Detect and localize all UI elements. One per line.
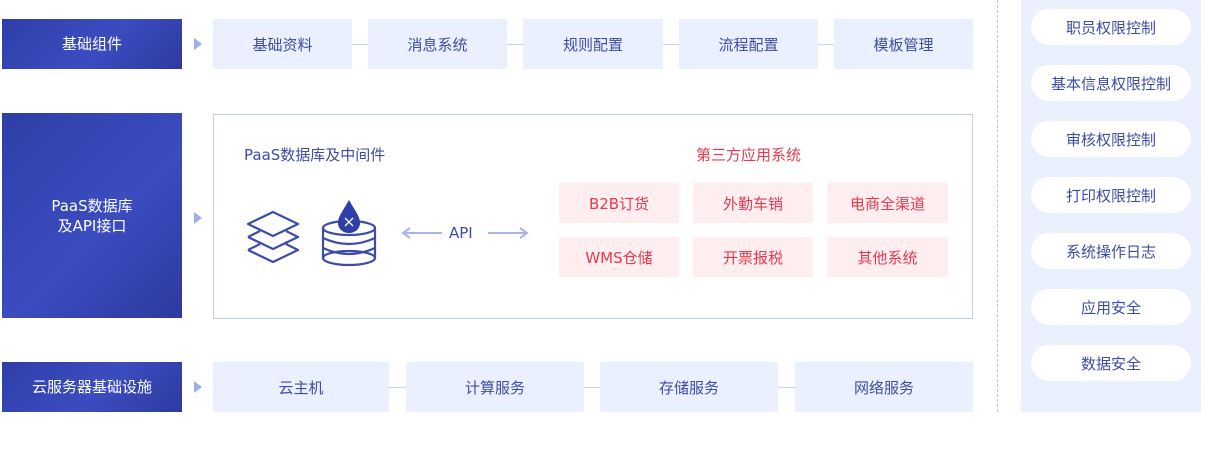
cloud-service-box: 云主机 bbox=[213, 362, 389, 412]
cloud-service-label: 存储服务 bbox=[658, 378, 719, 397]
third-party-system-label: 电商全渠道 bbox=[849, 194, 925, 213]
triangle-arrow-icon bbox=[194, 381, 202, 393]
cloud-service-label: 计算服务 bbox=[464, 378, 525, 397]
security-item-label: 打印权限控制 bbox=[1065, 186, 1156, 205]
connector-line bbox=[584, 387, 600, 388]
security-item-label: 数据安全 bbox=[1080, 354, 1141, 373]
third-party-system-label: 开票报税 bbox=[722, 248, 783, 267]
third-party-system-label: B2B订货 bbox=[588, 194, 650, 213]
third-party-system-label: WMS仓储 bbox=[585, 248, 653, 267]
security-item: 基本信息权限控制 bbox=[1031, 65, 1191, 101]
connector-line bbox=[507, 44, 523, 45]
security-item-label: 应用安全 bbox=[1080, 298, 1141, 317]
connector-line bbox=[663, 44, 679, 45]
security-item: 数据安全 bbox=[1031, 345, 1191, 381]
third-party-system: WMS仓储 bbox=[559, 237, 679, 277]
paas-label-text: PaaS数据库 及API接口 bbox=[51, 196, 133, 235]
connector-line bbox=[818, 44, 834, 45]
triangle-arrow-icon bbox=[194, 38, 202, 50]
cloud-service-label: 网络服务 bbox=[853, 378, 914, 397]
cloud-service-label: 云主机 bbox=[278, 378, 324, 397]
column-divider bbox=[997, 0, 998, 412]
connector-line bbox=[778, 387, 795, 388]
basic-component-label: 流程配置 bbox=[718, 35, 779, 54]
third-party-system: 其他系统 bbox=[827, 237, 948, 277]
basic-component-box: 规则配置 bbox=[523, 19, 663, 69]
security-item: 打印权限控制 bbox=[1031, 177, 1191, 213]
third-party-system: B2B订货 bbox=[559, 183, 679, 223]
triangle-arrow-icon bbox=[194, 212, 202, 224]
security-item: 系统操作日志 bbox=[1031, 233, 1191, 269]
security-item-label: 职员权限控制 bbox=[1065, 18, 1156, 37]
api-label: API bbox=[449, 224, 473, 242]
basic-component-box: 流程配置 bbox=[679, 19, 818, 69]
third-party-system-label: 外勤车销 bbox=[722, 194, 783, 213]
security-item-label: 系统操作日志 bbox=[1065, 242, 1156, 261]
third-party-system: 开票报税 bbox=[693, 237, 813, 277]
cloud-service-box: 网络服务 bbox=[795, 362, 973, 412]
cloud-service-box: 计算服务 bbox=[406, 362, 584, 412]
paas-panel-title: PaaS数据库及中间件 bbox=[244, 146, 386, 164]
basic-component-label: 规则配置 bbox=[562, 35, 623, 54]
basic-component-label: 消息系统 bbox=[407, 35, 468, 54]
cloud-infra-label-text: 云服务器基础设施 bbox=[31, 378, 152, 396]
connector-line bbox=[352, 44, 368, 45]
cloud-infra-label: 云服务器基础设施 bbox=[2, 362, 182, 412]
basic-component-label: 基础资料 bbox=[252, 35, 313, 54]
basic-component-box: 基础资料 bbox=[213, 19, 352, 69]
third-party-title: 第三方应用系统 bbox=[696, 146, 802, 164]
basic-components-label: 基础组件 bbox=[2, 19, 182, 69]
database-icon bbox=[321, 200, 377, 267]
security-item: 职员权限控制 bbox=[1031, 9, 1191, 45]
layers-icon bbox=[246, 210, 300, 264]
third-party-system: 电商全渠道 bbox=[827, 183, 948, 223]
connector-line bbox=[389, 387, 406, 388]
arrow-right-icon bbox=[488, 227, 529, 239]
third-party-system-label: 其他系统 bbox=[857, 248, 918, 267]
security-item-label: 审核权限控制 bbox=[1065, 130, 1156, 149]
third-party-system: 外勤车销 bbox=[693, 183, 813, 223]
paas-label: PaaS数据库 及API接口 bbox=[2, 113, 182, 318]
security-item: 审核权限控制 bbox=[1031, 121, 1191, 157]
cloud-service-box: 存储服务 bbox=[600, 362, 778, 412]
security-item: 应用安全 bbox=[1031, 289, 1191, 325]
basic-component-box: 消息系统 bbox=[368, 19, 507, 69]
security-item-label: 基本信息权限控制 bbox=[1050, 74, 1171, 93]
arrow-left-icon bbox=[401, 227, 442, 239]
basic-component-box: 模板管理 bbox=[834, 19, 973, 69]
basic-components-label-text: 基础组件 bbox=[61, 35, 122, 53]
basic-component-label: 模板管理 bbox=[873, 35, 934, 54]
